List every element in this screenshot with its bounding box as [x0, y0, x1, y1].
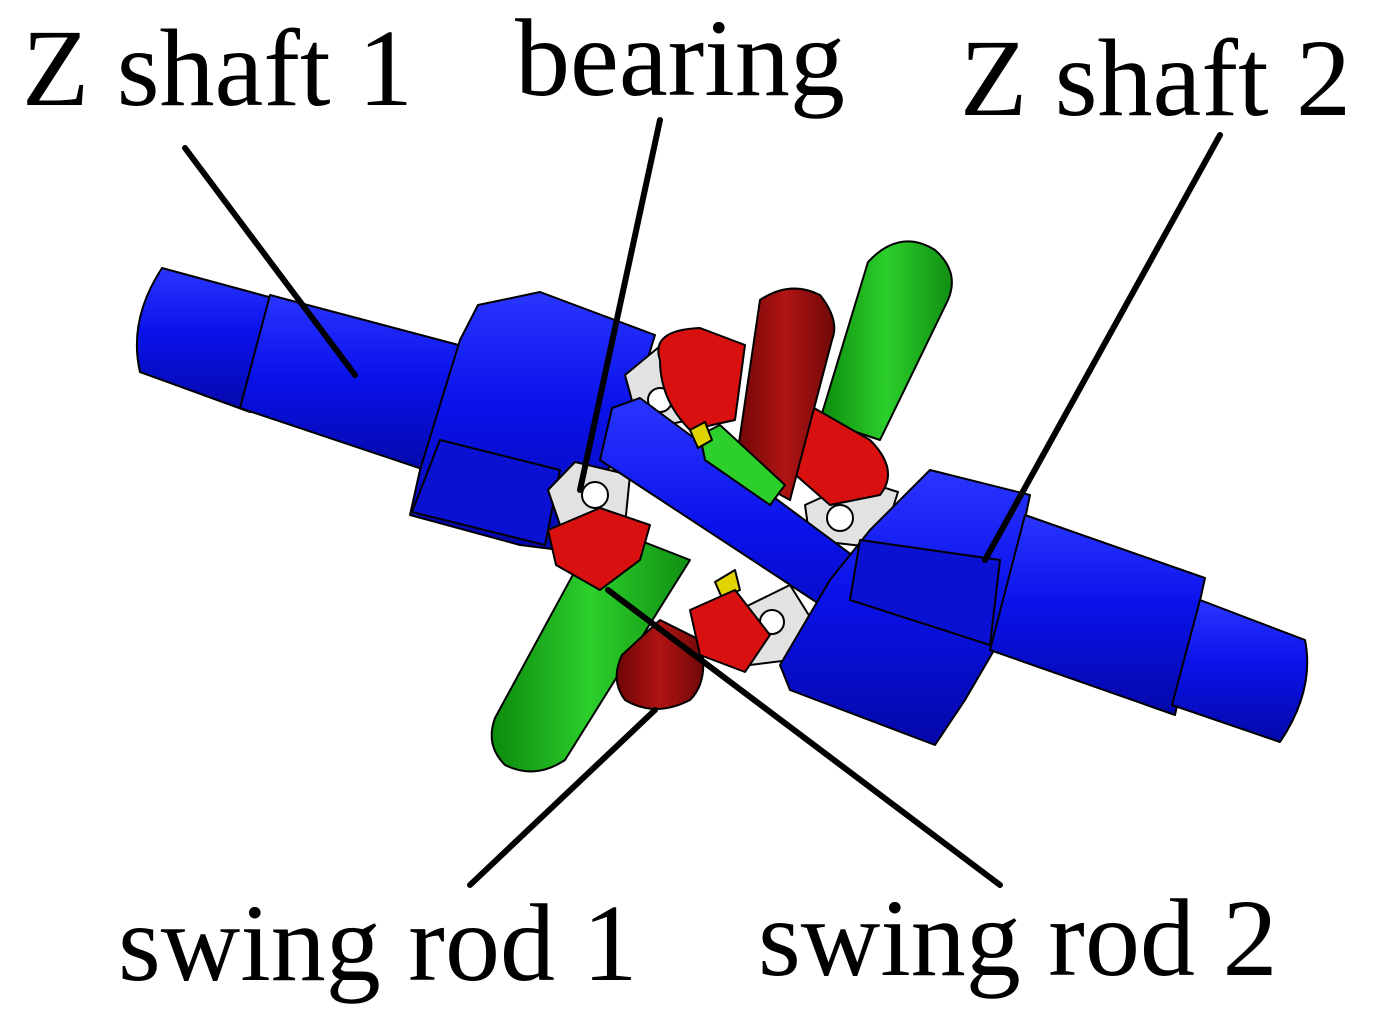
z-shaft-1-yoke-face: [411, 439, 561, 546]
yoke-upper-right-cap: [789, 399, 889, 506]
z-shaft-1-tip: [135, 267, 281, 413]
swing-rod-1-upper: [734, 287, 836, 501]
bearing-left-ball: [581, 481, 609, 509]
labels: Z shaft 1 bearing Z shaft 2 swing rod 1 …: [22, 0, 1351, 1004]
leader-swing-rod-1: [467, 707, 658, 888]
key-upper: [699, 424, 786, 506]
label-swing-rod-1: swing rod 1: [118, 882, 637, 1004]
leader-z-shaft-2: [982, 132, 1223, 563]
z-shaft-2-part: [779, 469, 1309, 746]
leader-swing-rod-2: [605, 587, 1003, 888]
leader-z-shaft-1: [182, 145, 358, 378]
key-upper-yellow: [689, 421, 713, 449]
leader-bearing: [577, 117, 663, 493]
yoke-upper-left-cap: [657, 327, 746, 431]
label-swing-rod-2: swing rod 2: [758, 877, 1277, 999]
yoke-lower-right-cap: [689, 589, 771, 673]
z-shaft-2-tip: [1171, 599, 1309, 743]
label-bearing: bearing: [515, 0, 845, 119]
label-z-shaft-1: Z shaft 1: [22, 7, 413, 129]
z-shaft-1-part: [135, 267, 656, 551]
cross-yoke-upper: [657, 287, 889, 506]
z-shaft-2-body: [989, 514, 1206, 716]
swing-rod-2-upper: [819, 240, 953, 441]
swing-rod-2-lower: [490, 524, 691, 773]
swing-rod-2-part: [490, 240, 953, 773]
bearing-right-ball: [826, 504, 854, 532]
yoke-lower-left-cap: [547, 507, 651, 591]
label-z-shaft-2: Z shaft 2: [960, 17, 1351, 139]
leader-lines: [182, 117, 1223, 888]
z-shaft-2-yoke-face: [849, 539, 1001, 646]
